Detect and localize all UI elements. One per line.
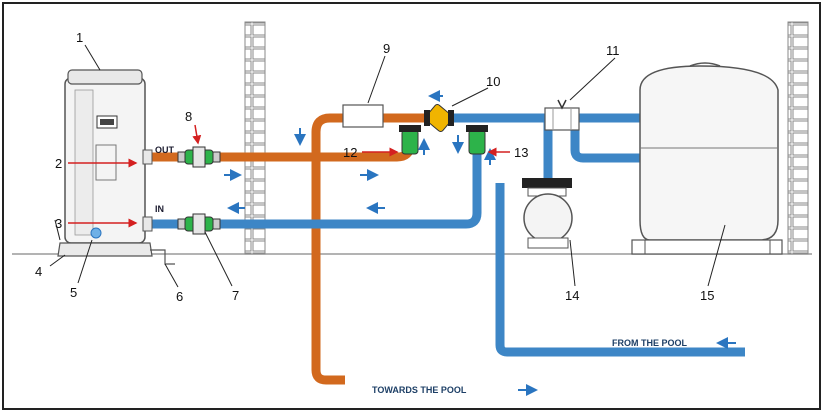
towards-pool-pipe: [311, 113, 345, 385]
towards-pool-label: TOWARDS THE POOL: [372, 385, 467, 395]
inlet-connector: [142, 216, 153, 232]
callout-11: 11: [606, 43, 620, 58]
callout-14: 14: [565, 288, 579, 303]
flow-arrows: [224, 90, 736, 396]
out-label: OUT: [155, 145, 175, 155]
component-11: [544, 99, 580, 131]
component-9: [342, 104, 384, 128]
brick-wall-right: [787, 21, 809, 255]
callout-1: 1: [76, 30, 83, 45]
filter-tank: [631, 62, 783, 255]
control-panel-screen: [100, 119, 114, 125]
callout-6: 6: [176, 289, 183, 304]
in-label: IN: [155, 204, 164, 214]
callout-8: 8: [185, 109, 192, 124]
callout-15: 15: [700, 288, 714, 303]
callout-12: 12: [343, 145, 357, 160]
filter-to-pump-pipe: [570, 118, 640, 163]
valve-8: [177, 146, 221, 168]
callout-2: 2: [55, 156, 62, 171]
heat-pump-top: [67, 69, 143, 85]
heat-pump-feet: [57, 242, 153, 257]
valve-12: [399, 125, 421, 155]
outlet-connector: [142, 149, 153, 165]
pointer-arrows: [68, 124, 510, 228]
condensate-drain: [150, 249, 175, 265]
drain-icon: [90, 227, 102, 239]
heat-pump: [57, 69, 175, 265]
pump: [522, 178, 573, 249]
valve-7: [177, 213, 221, 235]
callout-4: 4: [35, 264, 42, 279]
from-pool-pipe: [495, 183, 745, 357]
callout-3: 3: [55, 216, 62, 231]
brick-wall-left: [244, 21, 266, 255]
from-pool-label: FROM THE POOL: [612, 338, 687, 348]
callout-10: 10: [486, 74, 500, 89]
leader-lines: [49, 44, 726, 288]
callout-5: 5: [70, 285, 77, 300]
cold-inlet-pipe: [150, 126, 482, 229]
callout-13: 13: [514, 145, 528, 160]
valve-10: [424, 103, 454, 133]
callout-9: 9: [383, 41, 390, 56]
valve-13: [466, 125, 488, 155]
callout-7: 7: [232, 288, 239, 303]
